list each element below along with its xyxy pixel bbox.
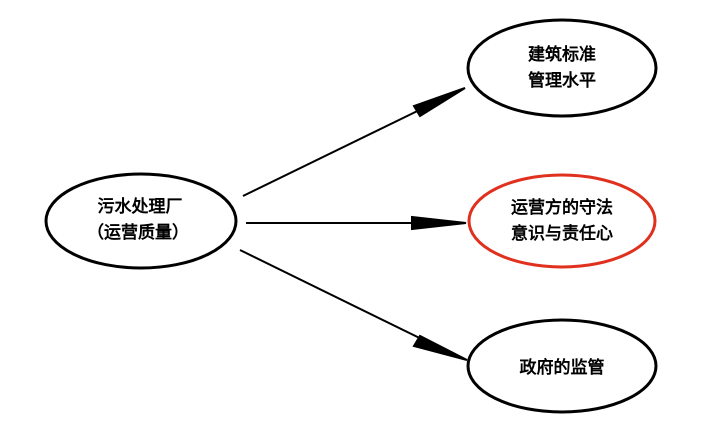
node-government: 政府的监管 [466,318,658,414]
node-standard-line2: 管理水平 [528,70,596,91]
arrow-to-standard [242,87,466,197]
node-operator: 运营方的守法 意识与责任心 [467,173,657,269]
node-source-line2: （运营质量） [87,222,189,243]
arrows [239,87,468,361]
node-source-line1: 污水处理厂 [98,196,183,217]
node-standard: 建筑标准 管理水平 [466,18,658,118]
node-standard-ellipse [466,18,658,118]
node-source-ellipse [44,172,238,270]
node-standard-line1: 建筑标准 [528,44,596,65]
node-operator-ellipse [467,173,657,269]
arrow-to-operator [246,215,467,231]
node-government-ellipse [466,318,658,414]
node-operator-line2: 意识与责任心 [511,223,613,244]
arrow-to-government [239,249,468,361]
node-source: 污水处理厂 （运营质量） [44,172,238,270]
node-government-line1: 政府的监管 [520,357,605,378]
node-operator-line1: 运营方的守法 [511,197,613,218]
